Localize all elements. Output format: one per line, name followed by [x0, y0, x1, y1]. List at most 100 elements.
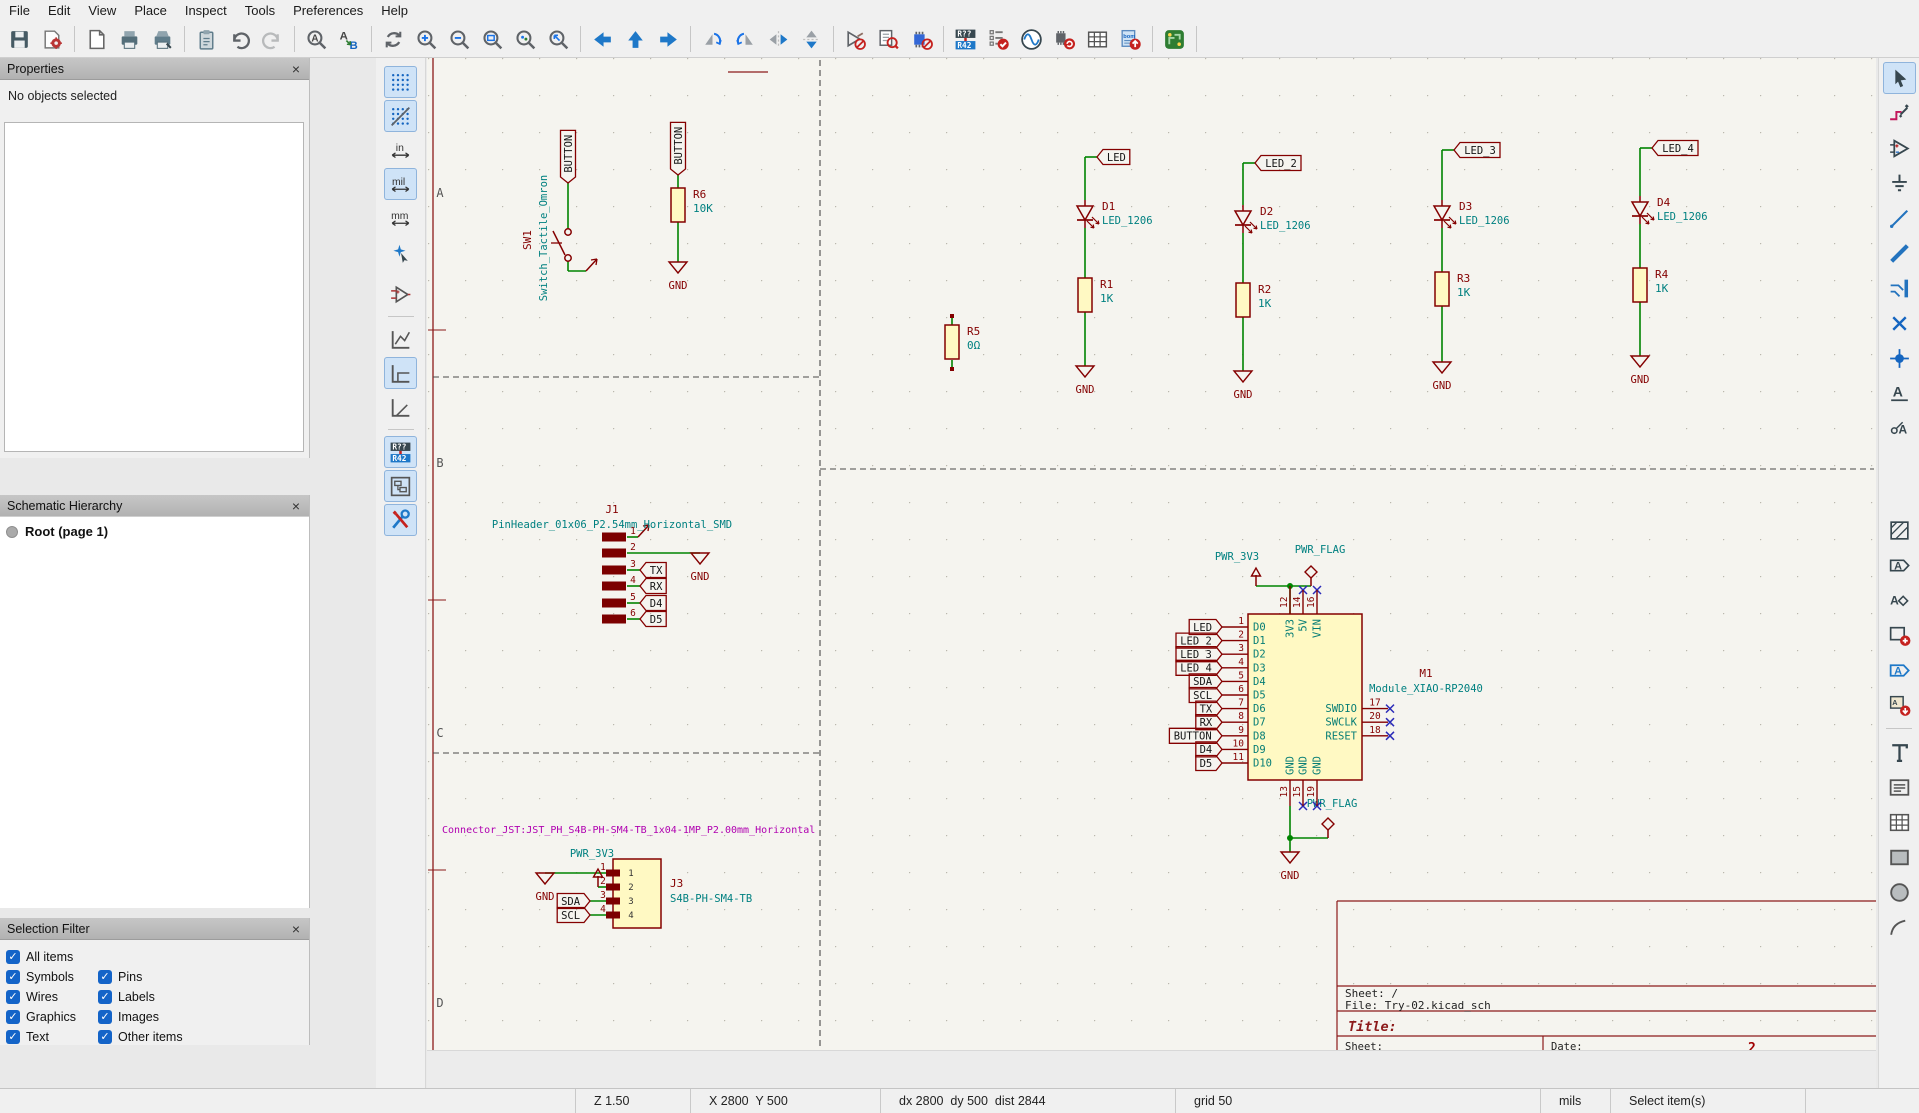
redo-button[interactable]: [257, 24, 288, 55]
symbol-browser-button[interactable]: [873, 24, 904, 55]
save-button[interactable]: [4, 24, 35, 55]
rule-area-tool[interactable]: [1883, 514, 1916, 546]
menu-inspect[interactable]: Inspect: [176, 1, 236, 20]
units-mils-button[interactable]: mil: [384, 168, 417, 200]
checkbox-checked-icon[interactable]: ✓: [98, 1010, 112, 1024]
select-tool[interactable]: [1883, 62, 1916, 94]
junction-tool[interactable]: [1883, 342, 1916, 374]
nav-back-button[interactable]: [587, 24, 618, 55]
undo-button[interactable]: [224, 24, 255, 55]
filter-option-symbols[interactable]: ✓Symbols: [6, 970, 98, 984]
rotate-ccw-button[interactable]: [697, 24, 728, 55]
add-power-tool[interactable]: [1883, 167, 1916, 199]
arc-tool[interactable]: [1883, 911, 1916, 943]
add-wire-tool[interactable]: [1883, 202, 1916, 234]
erc-button[interactable]: [983, 24, 1014, 55]
highlight-net-tool[interactable]: [1883, 97, 1916, 129]
filter-option-other-items[interactable]: ✓Other items: [98, 1030, 183, 1044]
net-label-tool[interactable]: A: [1883, 377, 1916, 409]
refresh-view-button[interactable]: [378, 24, 409, 55]
zoom-objects-button[interactable]: [510, 24, 541, 55]
annotate-auto-toggle[interactable]: R??R42: [384, 436, 417, 468]
rectangle-tool[interactable]: [1883, 841, 1916, 873]
simulator-button[interactable]: [1016, 24, 1047, 55]
add-symbol-tool[interactable]: [1883, 132, 1916, 164]
symbol-editor-button[interactable]: [840, 24, 871, 55]
add-sheet-tool[interactable]: [1883, 619, 1916, 651]
schematic-drawing[interactable]: ABCDSheet: /File: Try-02.kicad_schTitle:…: [427, 58, 1876, 1050]
plot-button[interactable]: [147, 24, 178, 55]
text-variables-button[interactable]: AB: [334, 24, 365, 55]
global-label-tool[interactable]: A: [1883, 549, 1916, 581]
close-icon[interactable]: ×: [290, 499, 302, 513]
show-hidden-pins-toggle[interactable]: [384, 278, 417, 310]
filter-option-pins[interactable]: ✓Pins: [98, 970, 142, 984]
units-inches-button[interactable]: in: [384, 134, 417, 166]
checkbox-checked-icon[interactable]: ✓: [98, 1030, 112, 1044]
menu-preferences[interactable]: Preferences: [284, 1, 372, 20]
print-button[interactable]: [114, 24, 145, 55]
footprint-editor-button[interactable]: [906, 24, 937, 55]
rotate-cw-button[interactable]: [730, 24, 761, 55]
zoom-fit-button[interactable]: [477, 24, 508, 55]
nav-forward-button[interactable]: [653, 24, 684, 55]
menu-edit[interactable]: Edit: [39, 1, 79, 20]
filter-option-graphics[interactable]: ✓Graphics: [6, 1010, 98, 1024]
table-tool[interactable]: [1883, 806, 1916, 838]
mirror-horizontal-button[interactable]: [763, 24, 794, 55]
filter-option-labels[interactable]: ✓Labels: [98, 990, 155, 1004]
open-pcb-editor-button[interactable]: [1159, 24, 1190, 55]
annotate-button[interactable]: R??R42: [950, 24, 981, 55]
zoom-out-button[interactable]: [444, 24, 475, 55]
hierarchy-navigator-toggle[interactable]: [384, 470, 417, 502]
checkbox-checked-icon[interactable]: ✓: [6, 990, 20, 1004]
schematic-canvas[interactable]: ABCDSheet: /File: Try-02.kicad_schTitle:…: [427, 58, 1876, 1050]
units-mm-button[interactable]: mm: [384, 202, 417, 234]
zoom-auto-button[interactable]: A: [301, 24, 332, 55]
menu-place[interactable]: Place: [125, 1, 176, 20]
filter-option-images[interactable]: ✓Images: [98, 1010, 159, 1024]
close-icon[interactable]: ×: [290, 922, 302, 936]
free-angle-wires-button[interactable]: [384, 323, 417, 355]
45deg-wires-button[interactable]: [384, 391, 417, 423]
checkbox-checked-icon[interactable]: ✓: [6, 1010, 20, 1024]
hv-wires-button[interactable]: [384, 357, 417, 389]
menu-file[interactable]: File: [0, 1, 39, 20]
checkbox-checked-icon[interactable]: ✓: [6, 950, 20, 964]
menu-tools[interactable]: Tools: [236, 1, 284, 20]
close-icon[interactable]: ×: [290, 62, 302, 76]
filter-option-all-items[interactable]: ✓All items: [6, 950, 98, 964]
menu-help[interactable]: Help: [372, 1, 417, 20]
grid-overrides-toggle[interactable]: [384, 100, 417, 132]
text-tool[interactable]: [1883, 736, 1916, 768]
menu-view[interactable]: View: [79, 1, 125, 20]
circle-tool[interactable]: [1883, 876, 1916, 908]
nav-up-button[interactable]: [620, 24, 651, 55]
properties-manager-toggle[interactable]: [384, 504, 417, 536]
checkbox-checked-icon[interactable]: ✓: [98, 990, 112, 1004]
bom-export-button[interactable]: bom: [1115, 24, 1146, 55]
filter-option-text[interactable]: ✓Text: [6, 1030, 98, 1044]
textbox-tool[interactable]: [1883, 771, 1916, 803]
wire-to-bus-entry-tool[interactable]: [1883, 272, 1916, 304]
mirror-vertical-button[interactable]: [796, 24, 827, 55]
add-bus-tool[interactable]: [1883, 237, 1916, 269]
full-crosshair-toggle[interactable]: [384, 236, 417, 268]
zoom-in-button[interactable]: [411, 24, 442, 55]
symbol-fields-table-button[interactable]: [1082, 24, 1113, 55]
netclass-flag-tool[interactable]: A: [1883, 584, 1916, 616]
paste-button[interactable]: [191, 24, 222, 55]
hierarchical-label-tool[interactable]: A: [1883, 654, 1916, 686]
assign-footprints-button[interactable]: [1049, 24, 1080, 55]
import-sheet-pin-tool[interactable]: A: [1883, 689, 1916, 721]
checkbox-checked-icon[interactable]: ✓: [98, 970, 112, 984]
show-grid-toggle[interactable]: [384, 66, 417, 98]
filter-option-wires[interactable]: ✓Wires: [6, 990, 98, 1004]
zoom-selection-button[interactable]: [543, 24, 574, 55]
netclass-directive-tool[interactable]: A: [1883, 412, 1916, 444]
checkbox-checked-icon[interactable]: ✓: [6, 1030, 20, 1044]
no-connect-tool[interactable]: [1883, 307, 1916, 339]
checkbox-checked-icon[interactable]: ✓: [6, 970, 20, 984]
page-settings-button[interactable]: [81, 24, 112, 55]
hierarchy-root-item[interactable]: Root (page 1): [0, 517, 309, 546]
